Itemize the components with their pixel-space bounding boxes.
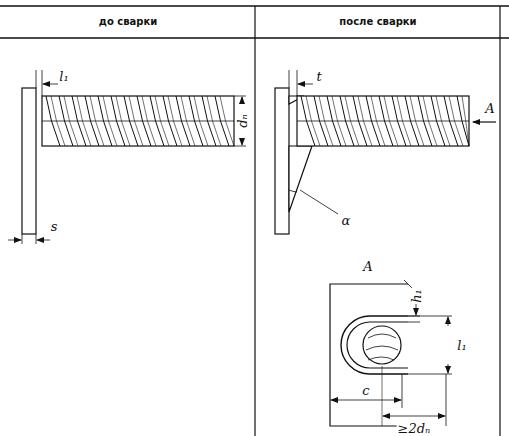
rebar-rib xyxy=(418,96,432,146)
rebar-rib xyxy=(215,96,229,146)
rebar-rib xyxy=(150,96,164,146)
rebar-rib xyxy=(116,96,130,146)
rebar-rib xyxy=(64,96,78,146)
rebar-rib xyxy=(436,96,450,146)
rebar-rib xyxy=(155,96,169,146)
rebar-rib xyxy=(176,96,190,146)
rebar-rib xyxy=(319,96,333,146)
rebar-rib xyxy=(90,96,104,146)
rebar-rib xyxy=(124,96,138,146)
rebar-rib xyxy=(207,96,221,146)
rebar-rib xyxy=(72,96,86,146)
view-marker: A xyxy=(484,102,495,115)
rebar-rib xyxy=(392,96,406,146)
rebar-rib xyxy=(51,96,65,146)
rebar-rib xyxy=(301,96,315,146)
rebar-rib xyxy=(168,96,182,146)
rebar-rib xyxy=(384,96,398,146)
rebar-rib xyxy=(181,96,195,146)
rebar-rib xyxy=(142,96,156,146)
rebar-rib xyxy=(85,96,99,146)
rebar-rib xyxy=(444,96,458,146)
rebar-rib xyxy=(462,96,469,146)
rebar-rib xyxy=(332,96,346,146)
dimension-label: dₙ xyxy=(236,113,249,129)
rebar-rib xyxy=(59,96,73,146)
dimension-label: s xyxy=(50,220,59,233)
rebar-rib xyxy=(397,96,411,146)
rebar-rib xyxy=(189,96,203,146)
rebar-rib xyxy=(410,96,424,146)
rebar-rib xyxy=(202,96,216,146)
rebar-rib xyxy=(345,96,359,146)
rebar-rib xyxy=(129,96,143,146)
rebar-rib xyxy=(423,96,437,146)
column-header: после сварки xyxy=(338,17,417,27)
rebar-rib xyxy=(457,96,469,146)
rebar-rib xyxy=(405,96,419,146)
rebar-rib xyxy=(220,96,234,146)
dimension-label: ≥2dₙ xyxy=(397,421,432,434)
rebar-rib xyxy=(431,96,445,146)
rebar-rib xyxy=(77,96,91,146)
rebar-rib xyxy=(327,96,341,146)
rebar-rib xyxy=(137,96,151,146)
rebar-rib xyxy=(194,96,208,146)
rebar-rib xyxy=(371,96,385,146)
rebar-rib xyxy=(366,96,380,146)
rebar-rib xyxy=(306,96,320,146)
view-title: A xyxy=(362,260,373,273)
rebar-rib xyxy=(46,96,60,146)
angle-label: α xyxy=(341,214,352,227)
dimension-label: l₁ xyxy=(456,339,467,352)
rebar-rib xyxy=(379,96,393,146)
rebar-rib xyxy=(314,96,328,146)
dimension-label: h₁ xyxy=(410,288,423,304)
rebar-rib xyxy=(449,96,463,146)
rebar-rib xyxy=(340,96,354,146)
rebar-rib xyxy=(353,96,367,146)
rebar-rib xyxy=(163,96,177,146)
rebar-rib xyxy=(103,96,117,146)
dimension-label: l₁ xyxy=(58,70,69,83)
rebar-rib xyxy=(98,96,112,146)
dimension-label: t xyxy=(315,70,322,83)
rebar-rib xyxy=(111,96,125,146)
column-header: до сварки xyxy=(98,17,158,27)
rebar-rib xyxy=(358,96,372,146)
dimension-label: c xyxy=(361,384,370,397)
